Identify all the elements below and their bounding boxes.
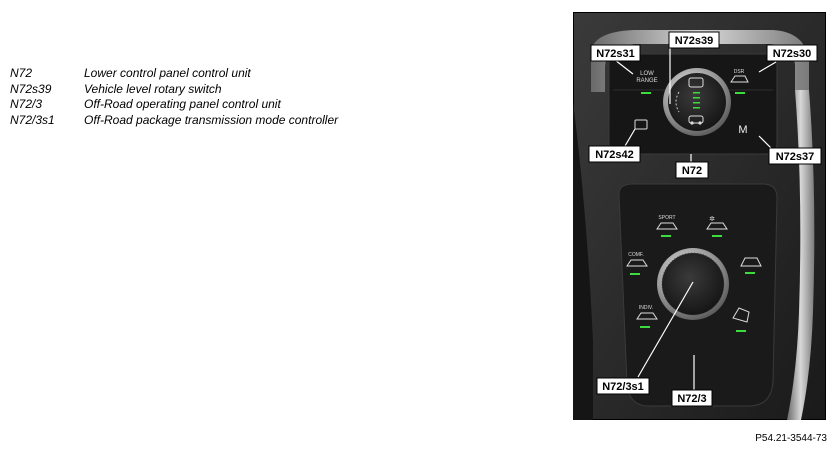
callout-box — [671, 389, 713, 407]
dsr-vehicle-icon — [730, 75, 749, 83]
callout-box — [596, 377, 650, 395]
individual-indicator — [640, 326, 650, 328]
legend-row: N72/3 Off-Road operating panel control u… — [10, 97, 338, 113]
winter-vehicle-icon — [706, 222, 728, 230]
vehicle-high-icon — [688, 77, 704, 88]
callout-box — [668, 31, 720, 49]
legend-code: N72/3 — [10, 97, 43, 111]
callout-box — [768, 147, 822, 165]
wheel-icon — [698, 121, 702, 125]
legend-description: Lower control panel control unit — [84, 66, 251, 80]
low-range-label-line2: RANGE — [636, 78, 657, 84]
right-trim — [787, 90, 815, 420]
callout-box — [590, 44, 641, 62]
dsr-indicator — [735, 92, 745, 94]
callout-n72-3s1: N72/3s1 — [602, 381, 644, 393]
callout-box — [588, 145, 641, 163]
callout-n72-3: N72/3 — [677, 393, 706, 405]
control-panel-illustration: LOW RANGE DSR M SPORT ✲ COMF. INDIV. — [573, 12, 826, 420]
manual-mode-label: M — [738, 124, 747, 136]
callout-n72: N72 — [682, 165, 702, 177]
transmission-controller-knob — [662, 253, 724, 315]
level-arc-icon — [675, 91, 680, 113]
control-panel-figure: LOW RANGE DSR M SPORT ✲ COMF. INDIV. — [573, 12, 826, 420]
comfort-indicator — [630, 273, 640, 275]
wheel-icon — [690, 121, 694, 125]
callout-n72s42: N72s42 — [595, 149, 634, 161]
left-console-edge — [573, 102, 593, 420]
comfort-vehicle-icon — [626, 259, 648, 267]
level-indicator — [693, 102, 700, 104]
legend-description: Off-Road package transmission mode contr… — [84, 112, 339, 127]
sport-vehicle-icon — [656, 222, 678, 230]
dsr-label: DSR — [734, 69, 745, 75]
callout-n72s31: N72s31 — [596, 48, 635, 60]
legend-description: Off-Road operating panel control unit — [84, 97, 281, 111]
callout-n72s39: N72s39 — [675, 35, 714, 47]
callout-box — [766, 44, 818, 62]
incline-indicator — [736, 330, 746, 332]
reference-code: P54.21-3544-73 — [755, 433, 827, 444]
callout-n72s30: N72s30 — [773, 48, 812, 60]
legend-code: N72 — [10, 66, 33, 80]
individual-vehicle-icon — [636, 312, 658, 320]
legend-row: N72/3s1 Off-Road package transmission mo… — [10, 113, 338, 129]
legend-description: Vehicle level rotary switch — [84, 81, 222, 96]
snow-icon: ✲ — [709, 215, 715, 223]
sport-indicator — [661, 235, 671, 237]
camera-icon — [634, 119, 648, 130]
offroad-vehicle-icon — [740, 257, 762, 267]
legend: N72 Lower control panel control unit N72… — [10, 66, 338, 128]
knob-knurling — [661, 252, 725, 316]
vehicle-low-icon — [688, 115, 704, 124]
winter-indicator — [712, 235, 722, 237]
low-range-indicator — [641, 92, 651, 94]
legend-code: N72/3s1 — [10, 112, 55, 127]
callout-n72s37: N72s37 — [776, 151, 815, 163]
level-indicator — [693, 92, 700, 94]
level-indicator — [693, 107, 700, 109]
legend-row: N72s39 Vehicle level rotary switch — [10, 82, 338, 98]
callout-box — [675, 161, 709, 179]
level-indicator — [693, 97, 700, 99]
sport-label: SPORT — [658, 215, 675, 221]
incline-vehicle-icon — [732, 307, 750, 323]
indiv-label: INDIV. — [639, 305, 653, 311]
low-range-label-line1: LOW — [640, 71, 654, 77]
legend-code: N72s39 — [10, 81, 52, 96]
comf-label: COMF. — [628, 252, 644, 258]
offroad-indicator — [745, 272, 755, 274]
leader-lines — [614, 48, 777, 390]
legend-row: N72 Lower control panel control unit — [10, 66, 338, 82]
